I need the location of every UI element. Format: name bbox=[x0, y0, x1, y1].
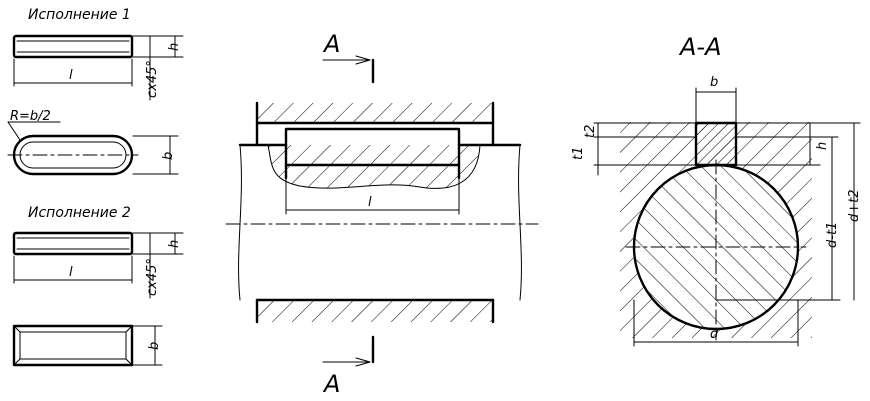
variant2-key-top bbox=[12, 324, 134, 367]
variant2-h-label: h bbox=[167, 240, 182, 248]
section-d-label: d bbox=[710, 327, 719, 342]
section-t1-label: t1 bbox=[571, 147, 586, 160]
variant2-title: Исполнение 2 bbox=[28, 205, 131, 221]
section-d-plus-t2-label: d+t2 bbox=[847, 189, 862, 222]
variant1-radius-label: R=b/2 bbox=[10, 109, 51, 124]
variant1-b-label: b bbox=[161, 152, 176, 160]
variant2-b-label: b bbox=[147, 342, 162, 350]
variant2-key-side bbox=[12, 231, 134, 256]
section-aa: A-A b t2 t1 h d-t1 d+t2 bbox=[571, 33, 862, 347]
variant1-l-label: l bbox=[69, 68, 73, 83]
variant2-l-label: l bbox=[69, 265, 73, 280]
variant1-h-label: h bbox=[167, 43, 182, 51]
section-b-label: b bbox=[710, 75, 718, 90]
section-d-minus-t1-label: d-t1 bbox=[825, 222, 840, 248]
section-title: A-A bbox=[678, 33, 722, 61]
section-t2-label: t2 bbox=[583, 125, 598, 138]
shaft-l-label: l bbox=[368, 195, 372, 210]
variant2-chamfer-label: cx45° bbox=[145, 258, 160, 296]
variant2-group: Исполнение 2 h l cx45° b bbox=[12, 205, 184, 367]
variant1-chamfer-label: cx45° bbox=[145, 60, 160, 98]
section-letter-bottom: A bbox=[322, 370, 340, 398]
variant1-key-side bbox=[12, 34, 134, 59]
variant1-title: Исполнение 1 bbox=[28, 7, 131, 23]
section-h-label: h bbox=[815, 142, 830, 150]
section-letter-top: A bbox=[322, 30, 340, 58]
variant1-group: Исполнение 1 h l cx45° R=b/2 b bbox=[7, 7, 184, 176]
shaft-view: A l A bbox=[225, 30, 539, 398]
